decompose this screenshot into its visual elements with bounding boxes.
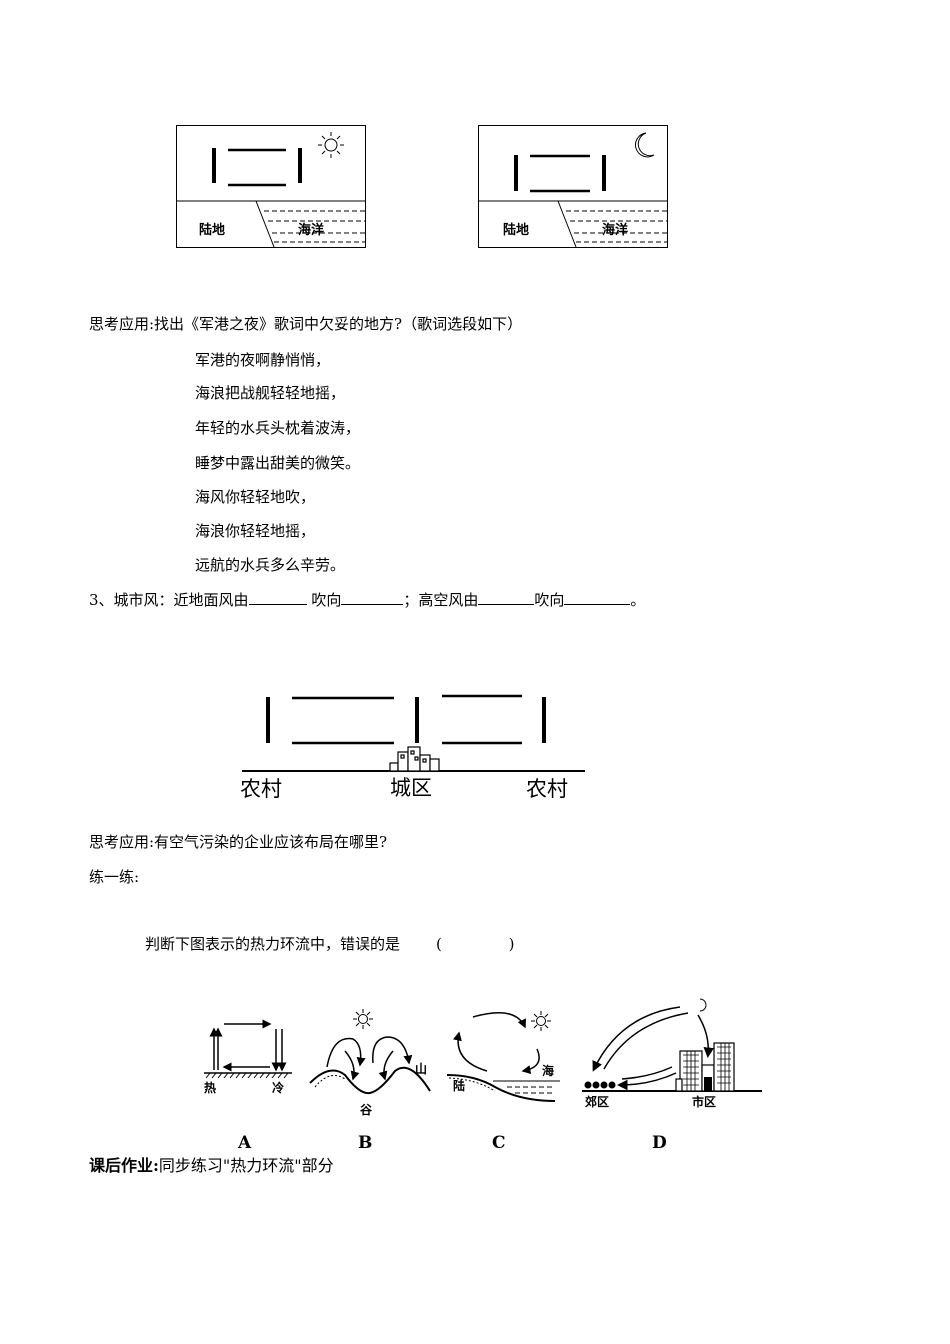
valley-label: 谷 (360, 1103, 373, 1117)
lyric-line: 睡梦中露出甜美的微笑。 (195, 454, 361, 472)
option-b-drawing (309, 1009, 431, 1095)
lyric-line: 远航的水兵多么辛劳。 (195, 556, 346, 574)
q2-prompt: 思考应用:有空气污染的企业应该布局在哪里? (89, 833, 388, 851)
lyric-line: 军港的夜啊静悄悄， (195, 351, 331, 369)
q3-text-5: 。 (630, 591, 646, 609)
option-b-diagram: 山 谷 B (305, 1005, 440, 1160)
hot-label: 热 (204, 1081, 217, 1095)
cold-label: 冷 (272, 1081, 285, 1095)
option-a-diagram: 热 冷 A (200, 1015, 300, 1160)
answer-blank[interactable] (248, 590, 307, 605)
mountain-label: 山 (415, 1062, 428, 1076)
option-a-drawing (204, 1019, 292, 1079)
homework-line: 课后作业:同步练习"热力环流"部分 (89, 1155, 334, 1177)
city-label: 城区 (390, 776, 432, 800)
q3-line: 3、城市风：近地面风由 吹向 ；高空风由 吹向 。 (89, 590, 645, 610)
option-b-label[interactable]: B (358, 1133, 373, 1153)
lyric-line: 海浪你轻轻地摇， (195, 522, 316, 540)
option-c-diagram: 陆 海 C (445, 1005, 575, 1160)
sea-label: 海洋 (298, 223, 325, 238)
q1-prompt: 思考应用:找出《军港之夜》歌词中欠妥的地方?（歌词选段如下） (89, 315, 523, 333)
night-land-sea-panel: 陆地 海洋 (478, 125, 668, 248)
lyric-line: 海浪把战舰轻轻地摇， (195, 384, 346, 402)
q3-text-2: 吹向 (306, 591, 342, 609)
night-panel-drawing (478, 125, 668, 248)
city-label: 市区 (692, 1095, 717, 1109)
mc-question-text: 判断下图表示的热力环流中，错误的是 (145, 935, 401, 953)
day-land-sea-panel: 陆地 海洋 (176, 125, 366, 248)
option-a-label[interactable]: A (238, 1133, 252, 1153)
rural-right-label: 农村 (526, 777, 568, 801)
homework-label: 课后作业: (89, 1156, 159, 1175)
q3-text-3: ；高空风由 (403, 591, 479, 609)
sun-icon (531, 1011, 551, 1031)
option-d-diagram: 郊区 市区 D (580, 995, 765, 1160)
answer-blank[interactable] (564, 590, 631, 605)
land-label: 陆地 (503, 223, 530, 238)
lyric-line: 年轻的水兵头枕着波涛， (195, 419, 361, 437)
rural-left-label: 农村 (240, 777, 282, 801)
land-label: 陆 (453, 1079, 466, 1093)
trees-icon (584, 1081, 616, 1089)
sun-icon (318, 132, 344, 158)
city-buildings-icon (675, 1042, 735, 1092)
city-wind-diagram: 农村 城区 农村 (230, 685, 600, 805)
homework-text: 同步练习"热力环流"部分 (158, 1156, 334, 1175)
q3-text-1: 3、城市风：近地面风由 (89, 591, 249, 609)
answer-blank[interactable] (341, 590, 404, 605)
day-panel-drawing (176, 125, 366, 248)
land-label: 陆地 (199, 223, 226, 238)
moon-icon (699, 998, 707, 1012)
sea-label: 海洋 (602, 223, 629, 238)
answer-blank[interactable] (478, 590, 535, 605)
answer-paren[interactable]: ( ) (436, 935, 515, 953)
option-d-drawing (582, 998, 762, 1092)
suburb-label: 郊区 (585, 1095, 610, 1109)
q3-text-4: 吹向 (534, 591, 565, 609)
sun-icon (353, 1009, 373, 1029)
option-c-label[interactable]: C (492, 1133, 506, 1153)
city-buildings-icon (389, 746, 440, 772)
lyric-line: 海风你轻轻地吹， (195, 488, 316, 506)
option-d-label[interactable]: D (652, 1133, 667, 1153)
sea-label: 海 (542, 1064, 555, 1078)
moon-icon (635, 132, 655, 158)
option-c-drawing (446, 1011, 560, 1102)
mc-question: 判断下图表示的热力环流中，错误的是 ( ) (145, 934, 514, 954)
practice-heading: 练一练: (89, 868, 140, 886)
city-wind-drawing (242, 694, 585, 772)
